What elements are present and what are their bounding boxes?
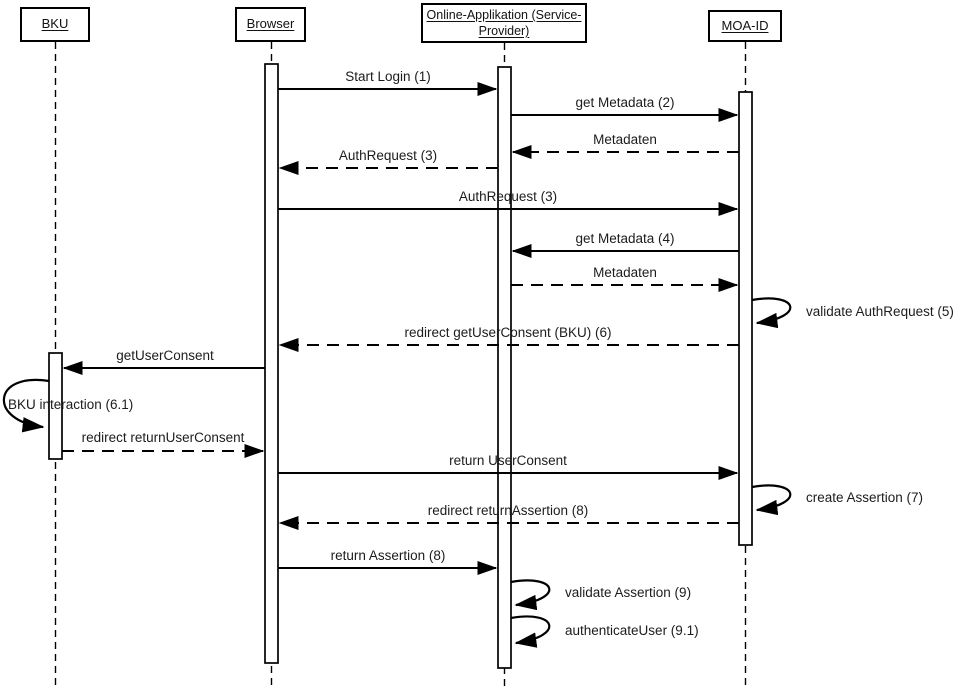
loop-create-assertion — [751, 484, 792, 516]
message-label-validate-assertion: validate Assertion (9) — [565, 585, 692, 600]
activation-bar-service-provider — [497, 66, 512, 669]
loop-bku-interaction — [2, 378, 50, 433]
loop-authenticateuser — [510, 615, 551, 648]
message-label-authrequest-3-solid: AuthRequest (3) — [458, 189, 558, 204]
participant-box-service-provider: Online-Applikation (Service-Provider) — [421, 3, 587, 43]
message-label-create-assertion: create Assertion (7) — [806, 490, 924, 505]
message-label-getuserconsent: getUserConsent — [116, 348, 214, 363]
message-label-metadaten-1: Metadaten — [593, 132, 657, 147]
message-label-authenticateuser: authenticateUser (9.1) — [565, 623, 699, 638]
participant-box-browser: Browser — [235, 7, 306, 42]
activation-bar-moa-id — [738, 91, 753, 546]
participant-label-browser: Browser — [246, 16, 295, 32]
participant-box-moa-id: MOA-ID — [708, 10, 782, 42]
message-label-metadaten-2: Metadaten — [593, 265, 657, 280]
message-label-validate-authrequest: validate AuthRequest (5) — [806, 304, 954, 319]
activation-bar-bku — [48, 352, 63, 460]
message-label-get-metadata-4: get Metadata (4) — [575, 231, 675, 246]
participant-box-bku: BKU — [20, 7, 90, 42]
message-label-get-metadata-2: get Metadata (2) — [575, 95, 675, 110]
loop-validate-assertion — [510, 579, 551, 611]
participant-label-service-provider: Online-Applikation (Service-Provider) — [426, 7, 582, 38]
message-label-redirect-returnassertion: redirect returnAssertion (8) — [427, 503, 589, 518]
message-label-authrequest-3-dashed: AuthRequest (3) — [338, 148, 438, 163]
message-label-start-login: Start Login (1) — [345, 69, 431, 84]
message-label-bku-interaction: BKU interaction (6.1) — [8, 397, 134, 412]
message-label-return-userconsent: return UserConsent — [449, 453, 567, 468]
participant-label-moa-id: MOA-ID — [721, 17, 769, 33]
activation-bar-browser — [264, 63, 279, 664]
loop-validate-authrequest — [751, 297, 792, 329]
participant-label-bku: BKU — [41, 16, 69, 32]
message-label-return-assertion: return Assertion (8) — [330, 548, 446, 563]
message-label-redirect-returnuserconsent: redirect returnUserConsent — [81, 430, 245, 445]
message-label-redirect-getuserconsent: redirect getUserConsent (BKU) (6) — [404, 325, 612, 340]
